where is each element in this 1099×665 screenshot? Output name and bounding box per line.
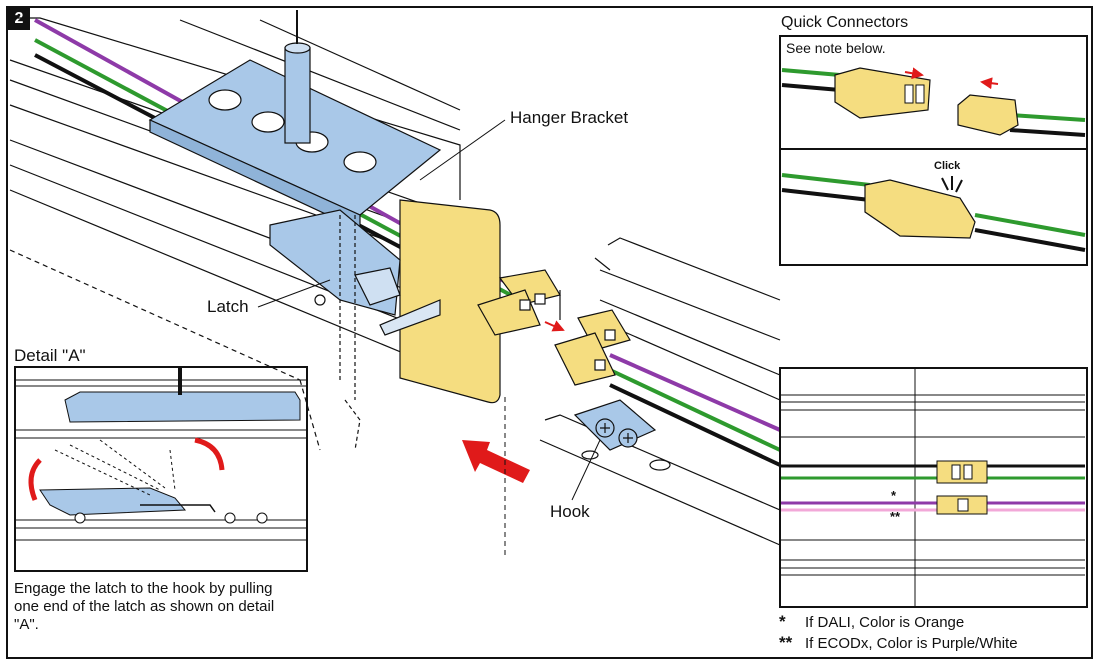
legend-dali-text: If DALI, Color is Orange [805,614,965,631]
instruction-text: Engage the latch to the hook by pulling … [14,580,314,634]
quick-connectors-top-drawing [781,67,1086,137]
instruction-line-1: Engage the latch to the hook by pulling [14,580,273,597]
hanger-bracket [148,10,442,231]
legend-ecodx: ** If ECODx, Color is Purple/White [779,633,1018,653]
legend-dali: * If DALI, Color is Orange [779,612,964,632]
latch-label: Latch [207,297,249,316]
instruction-line-2: one end of the latch as shown on detail [14,598,275,615]
hanger-bracket-label: Hanger Bracket [510,108,629,127]
legend-ecodx-marker: ** [779,633,793,652]
right-wires [609,353,781,467]
push-direction-arrow [462,440,530,483]
hook-label: Hook [550,502,590,521]
see-note-text: See note below. [786,40,886,56]
quick-connectors-title: Quick Connectors [781,14,909,31]
detail-a-box [14,366,308,572]
wire-color-inset-drawing [780,369,1085,606]
right-channel-housing [539,237,781,546]
dali-wire-marker: * [891,488,897,503]
quick-connectors-box [779,35,1088,266]
end-plate [399,199,501,404]
figure-frame [6,6,1093,659]
connector-arrow-left [544,320,565,332]
wire-color-box [779,367,1088,608]
latch-assembly [269,209,441,451]
ecodx-wire-marker: ** [890,509,901,524]
legend-ecodx-text: If ECODx, Color is Purple/White [805,635,1018,652]
hook [573,399,671,471]
instruction-line-3: "A". [14,616,39,633]
quick-connectors-bottom-drawing [781,173,1086,252]
right-connectors [554,309,631,386]
detail-a-title: Detail "A" [14,346,86,365]
quick-connectors-divider [779,148,1088,150]
detail-a-drawing [16,368,306,541]
left-connectors [477,269,561,336]
legend-dali-marker: * [779,612,786,631]
leader-lines [257,119,601,555]
click-label: Click [934,160,961,172]
